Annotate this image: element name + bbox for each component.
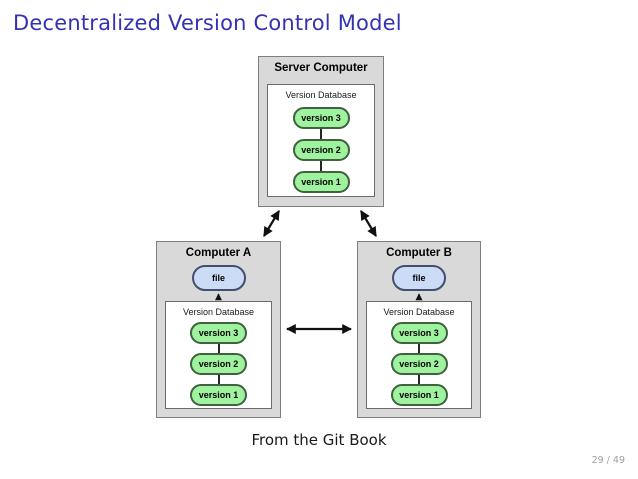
computer-b-version-database-box: Version Database version 3 version 2 ver… xyxy=(366,301,472,409)
version-pill: version 2 xyxy=(390,353,448,375)
version-pill: version 1 xyxy=(390,384,448,406)
server-version-database-box: Version Database version 3 version 2 ver… xyxy=(267,84,375,197)
connector-line xyxy=(320,161,322,171)
version-pill-stack: version 3 version 2 version 1 xyxy=(190,322,247,406)
version-pill: version 3 xyxy=(190,322,247,344)
computer-a-title: Computer A xyxy=(185,247,252,259)
slide-title: Decentralized Version Control Model xyxy=(13,11,402,35)
arrow-server-to-computer-a xyxy=(263,210,280,237)
version-pill-stack: version 3 version 2 version 1 xyxy=(390,322,448,406)
file-pill: file xyxy=(191,265,246,291)
caption: From the Git Book xyxy=(251,431,387,449)
version-database-label: Version Database xyxy=(383,307,455,317)
version-pill: version 1 xyxy=(190,384,247,406)
version-pill: version 3 xyxy=(390,322,448,344)
file-pill: file xyxy=(392,265,446,291)
connector-line xyxy=(418,375,420,384)
computer-a-box: Computer A file Version Database version… xyxy=(156,241,281,418)
computer-a-version-database-box: Version Database version 3 version 2 ver… xyxy=(165,301,272,409)
connector-line xyxy=(217,344,220,353)
server-computer-title: Server Computer xyxy=(274,62,368,74)
version-database-label: Version Database xyxy=(285,90,357,100)
version-pill-stack: version 3 version 2 version 1 xyxy=(292,107,350,193)
page-number: 29 / 49 xyxy=(591,455,625,466)
server-computer-box: Server Computer Version Database version… xyxy=(258,56,384,207)
version-pill: version 1 xyxy=(292,171,350,193)
connector-line xyxy=(418,344,420,353)
connector-line xyxy=(320,129,322,139)
arrow-server-to-computer-b xyxy=(360,210,377,237)
version-pill: version 2 xyxy=(190,353,247,375)
computer-b-title: Computer B xyxy=(386,247,452,259)
connector-line xyxy=(217,375,220,384)
version-pill: version 2 xyxy=(292,139,350,161)
version-pill: version 3 xyxy=(292,107,350,129)
version-database-label: Version Database xyxy=(182,307,255,317)
computer-b-box: Computer B file Version Database version… xyxy=(357,241,481,418)
